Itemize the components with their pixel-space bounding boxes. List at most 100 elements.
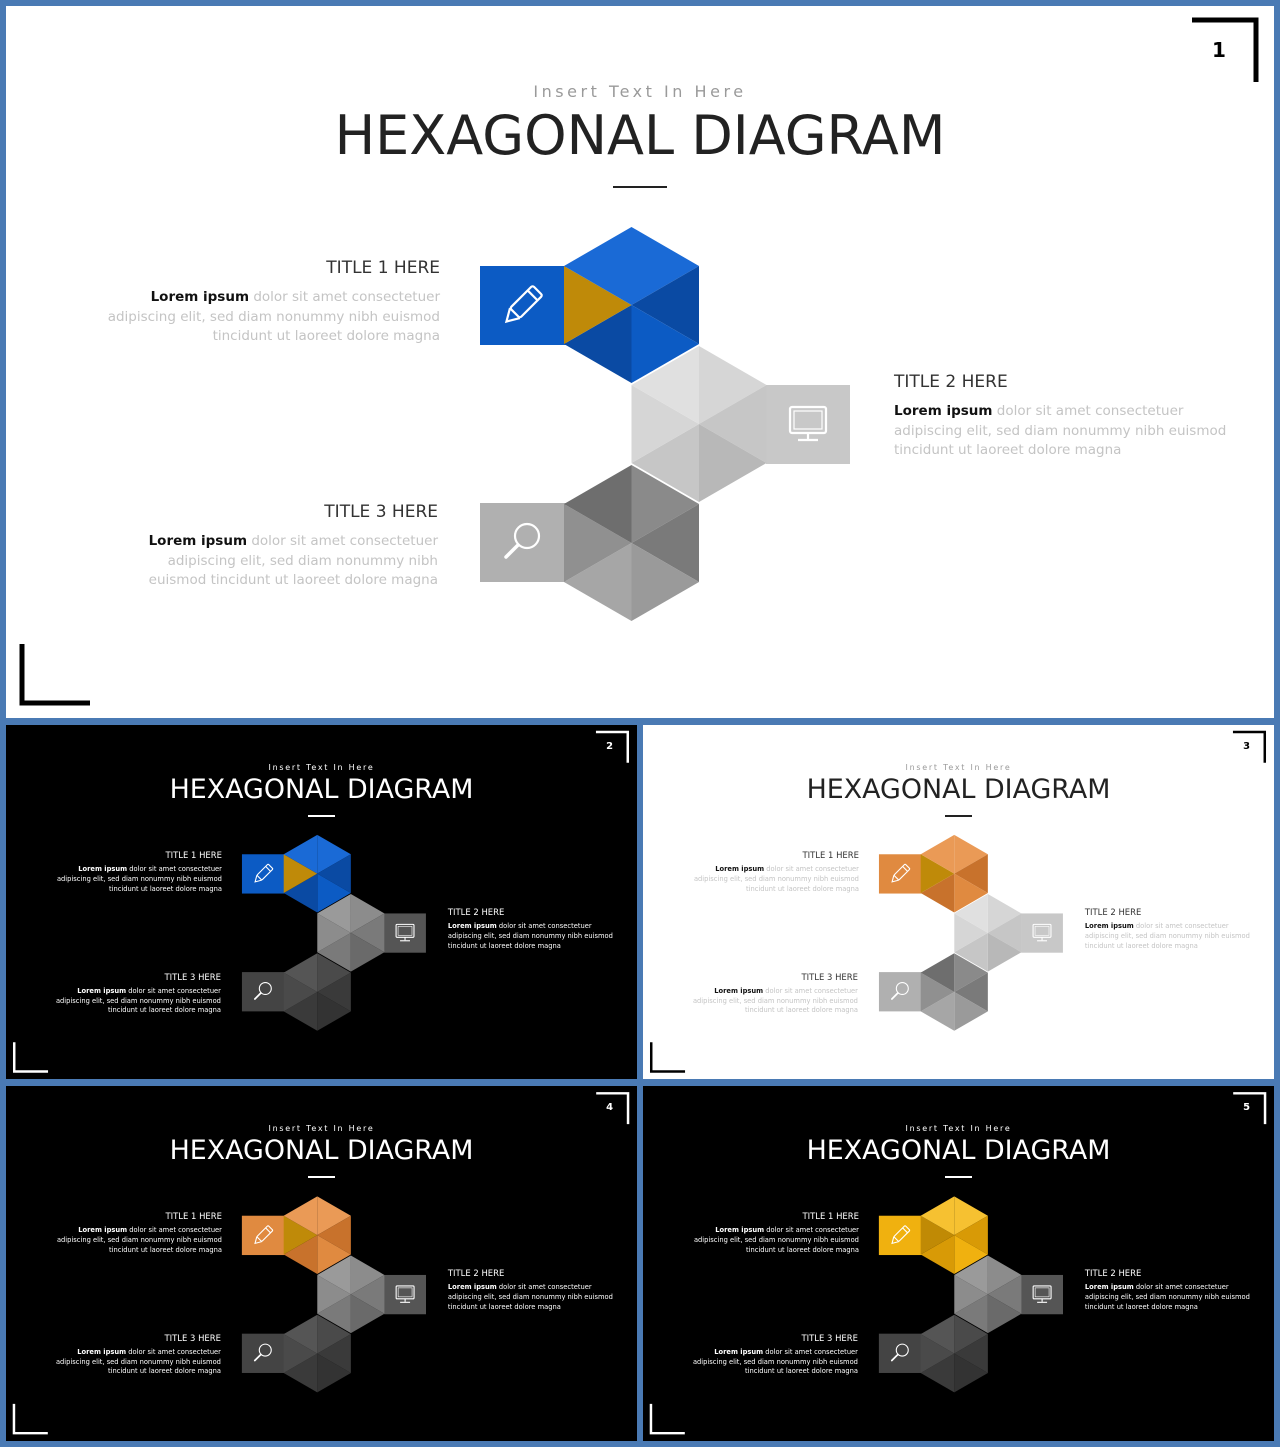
pencil-icon [891,1225,911,1245]
item-body: Lorem ipsum dolor sit amet consectetuer … [1085,1283,1251,1312]
item-heading: TITLE 1 HERE [165,1211,222,1222]
hexagon-1-segment [954,873,988,913]
item-body-text: dolor sit amet consectetuer adipiscing e… [148,533,438,589]
slide-title: HEXAGONAL DIAGRAM [334,104,946,167]
hexagon-1-segment [631,305,699,383]
icon-box-3 [241,1333,285,1373]
hexagon-1-segment [920,1235,955,1274]
hexagon-2-segment [317,1255,351,1295]
corner-bracket-top-right [1233,1092,1267,1125]
icon-box-2 [384,1274,427,1315]
item-body-text: dolor sit amet consectetuer adipiscing e… [894,403,1227,459]
hexagon-3-segment [317,991,351,1031]
hexagonal-diagram [12,1092,630,1435]
hexagon-3-segment [631,465,699,543]
magnifier-icon [890,1343,909,1362]
item-body: Lorem ipsum dolor sit amet consectetuer … [56,865,222,894]
slide-title: HEXAGONAL DIAGRAM [169,773,474,805]
hexagon-1-segment [920,834,955,874]
item-body: Lorem ipsum dolor sit amet consectetuer … [693,1226,859,1255]
hexagon-2-segment [317,932,351,972]
monitor-icon [395,923,415,942]
item-body-text: dolor sit amet consectetuer adipiscing e… [1084,1283,1250,1311]
corner-bracket-top-right [595,730,630,763]
hexagon-3-segment [564,465,632,543]
hexagon-1-segment [954,1235,988,1274]
magnifier-icon [254,981,272,1000]
hexagon-1-segment [954,834,988,874]
slide-number: 1 [1212,38,1226,62]
slide-title: HEXAGONAL DIAGRAM [806,1134,1111,1166]
hexagon-3-segment [954,991,988,1031]
icon-box-3 [480,503,566,582]
hexagon-2-segment [699,346,767,424]
hexagon-3-segment [920,1353,955,1393]
slide-number: 5 [1243,1101,1251,1113]
hexagon-3-segment [317,972,351,1012]
monitor-icon [788,405,828,442]
hexagon-3-segment [283,1314,318,1354]
item-body-lead: Lorem ipsum [447,1283,497,1292]
item-body-text: dolor sit amet consectetuer adipiscing e… [447,922,613,950]
hexagon-1-segment [564,266,632,344]
hexagon-1-segment [954,854,988,894]
item-heading: TITLE 1 HERE [326,258,440,278]
item-body-lead: Lorem ipsum [715,865,765,874]
slide-subtitle: Insert Text In Here [905,762,1012,772]
icon-box-3 [241,972,285,1012]
item-heading: TITLE 2 HERE [894,372,1008,392]
item-body: Lorem ipsum dolor sit amet consectetuer … [106,288,440,347]
pencil-icon [254,863,274,883]
hexagon-2-segment [987,1274,1022,1314]
hexagon-2-segment [987,1255,1022,1295]
item-body-lead: Lorem ipsum [447,922,497,931]
hexagon-2-segment [987,932,1022,972]
hexagon-1-segment [283,1196,318,1236]
hexagon-2-segment [631,424,699,502]
hexagon-3-segment [283,972,318,1012]
corner-bracket-bottom-left [12,1403,48,1435]
hexagon-2-segment [631,385,699,463]
hexagon-3-segment [920,991,955,1031]
hexagon-2-segment [954,932,988,972]
item-heading: TITLE 2 HERE [447,907,505,918]
hexagon-1-segment [920,854,955,894]
hexagon-3-segment [954,1314,988,1354]
hexagon-2-segment [987,894,1022,933]
hexagon-3-segment [920,1314,955,1354]
hexagon-1-segment [283,1235,318,1274]
item-body: Lorem ipsum dolor sit amet consectetuer … [56,1226,222,1255]
item-body-lead: Lorem ipsum [78,1226,128,1235]
item-body-text: dolor sit amet consectetuer adipiscing e… [692,1347,858,1376]
hexagon-2-segment [987,1294,1022,1334]
icon-box-3 [878,1333,922,1373]
hexagon-1-segment [283,854,318,894]
item-body-lead: Lorem ipsum [78,865,128,874]
hexagon-3-segment [954,1353,988,1393]
corner-bracket-bottom-left [12,1042,49,1073]
monitor-icon [1032,923,1052,942]
magnifier-icon [504,522,541,559]
hexagon-2-segment [350,1274,385,1314]
hexagon-2-segment [954,1274,988,1314]
icon-box-2 [766,385,850,464]
item-body: Lorem ipsum dolor sit amet consectetuer … [448,1283,614,1312]
item-body-text: dolor sit amet consectetuer adipiscing e… [693,1226,859,1254]
slide-subtitle: Insert Text In Here [268,1123,375,1133]
slide-subtitle: Insert Text In Here [905,1123,1012,1133]
text-block-1: TITLE 1 HERE Lorem ipsum dolor sit amet c… [56,1211,222,1255]
hexagonal-diagram [649,730,1267,1073]
item-heading: TITLE 3 HERE [164,971,221,982]
pencil-icon [254,1225,274,1245]
hexagon-2-segment [317,894,351,933]
hexagon-2-segment [954,1294,988,1334]
hexagon-3-segment [317,1353,351,1393]
item-body-text: dolor sit amet consectetuer adipiscing e… [692,986,858,1015]
magnifier-icon [253,1343,272,1362]
